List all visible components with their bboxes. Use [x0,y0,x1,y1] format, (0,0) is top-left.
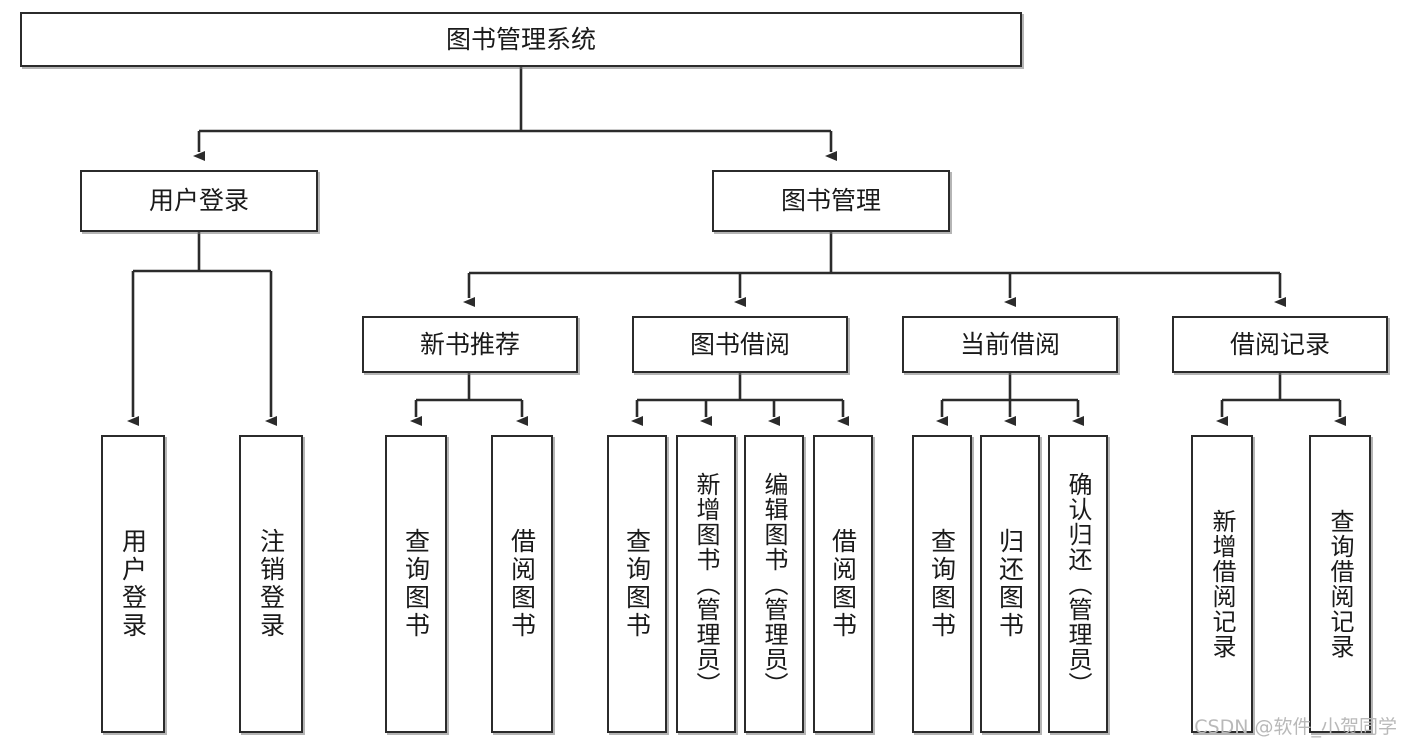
node-leaf-borrow-book-2-label: 借阅图书 [828,528,858,640]
node-root[interactable]: 图书管理系统 [20,12,1022,67]
node-leaf-add-record-label: 新增借阅记录 [1208,509,1236,659]
node-leaf-query-record[interactable]: 查询借阅记录 [1309,435,1371,733]
node-leaf-borrow-book-1-label: 借阅图书 [507,528,537,640]
node-leaf-query-book-2[interactable]: 查询图书 [607,435,667,733]
node-current-borrow-label: 当前借阅 [959,329,1060,359]
node-leaf-edit-book-label: 编辑图书（管理员） [760,471,788,697]
node-leaf-confirm-return-label: 确认归还（管理员） [1064,471,1092,697]
node-book-manage[interactable]: 图书管理 [712,170,950,232]
node-leaf-query-book-3[interactable]: 查询图书 [912,435,972,733]
node-leaf-query-book-1-label: 查询图书 [401,528,431,640]
node-book-borrow[interactable]: 图书借阅 [632,316,848,373]
node-leaf-add-book-label: 新增图书（管理员） [692,471,720,697]
node-leaf-return-book-label: 归还图书 [995,528,1025,640]
node-new-book-recommend-label: 新书推荐 [419,329,520,359]
watermark-text: CSDN @软件_小贺同学 [1194,716,1397,738]
node-leaf-query-book-2-label: 查询图书 [622,528,652,640]
node-current-borrow[interactable]: 当前借阅 [902,316,1118,373]
node-leaf-logout-login-label: 注销登录 [256,528,286,640]
node-book-manage-label: 图书管理 [780,186,881,215]
node-leaf-user-login-label: 用户登录 [118,528,148,640]
node-book-borrow-label: 图书借阅 [689,329,790,359]
node-leaf-add-book[interactable]: 新增图书（管理员） [676,435,736,733]
node-leaf-query-book-3-label: 查询图书 [927,528,957,640]
node-leaf-borrow-book-1[interactable]: 借阅图书 [491,435,553,733]
node-leaf-query-record-label: 查询借阅记录 [1326,509,1354,659]
node-borrow-record[interactable]: 借阅记录 [1172,316,1388,373]
node-user-login[interactable]: 用户登录 [80,170,318,232]
node-leaf-return-book[interactable]: 归还图书 [980,435,1040,733]
node-user-login-label: 用户登录 [148,186,249,215]
node-leaf-confirm-return[interactable]: 确认归还（管理员） [1048,435,1108,733]
node-leaf-add-record[interactable]: 新增借阅记录 [1191,435,1253,733]
node-leaf-borrow-book-2[interactable]: 借阅图书 [813,435,873,733]
node-leaf-logout-login[interactable]: 注销登录 [239,435,303,733]
node-root-label: 图书管理系统 [445,24,596,54]
node-leaf-user-login[interactable]: 用户登录 [101,435,165,733]
node-leaf-query-book-1[interactable]: 查询图书 [385,435,447,733]
node-leaf-edit-book[interactable]: 编辑图书（管理员） [744,435,804,733]
node-new-book-recommend[interactable]: 新书推荐 [362,316,578,373]
node-borrow-record-label: 借阅记录 [1229,329,1330,359]
